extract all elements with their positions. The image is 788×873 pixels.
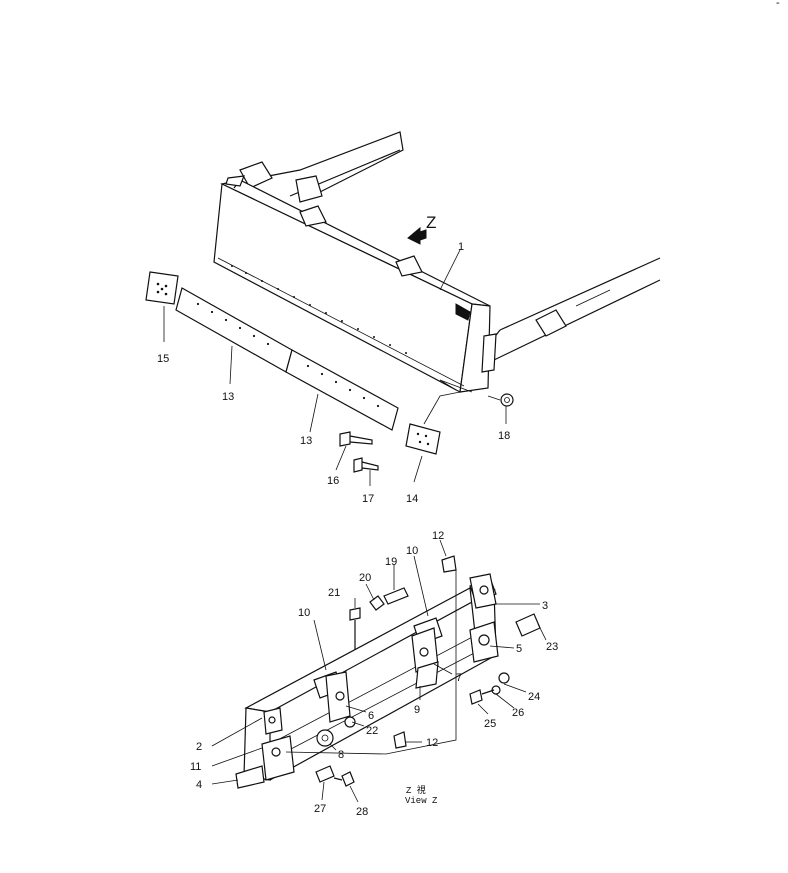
view-z-arrow: Z (407, 213, 436, 245)
bracket-2 (263, 707, 283, 735)
fitting-12-top (441, 555, 457, 573)
callout-25: 25 (484, 718, 496, 730)
callout-11: 11 (190, 761, 201, 773)
callout-labels: 1 15 13 13 18 16 17 14 12 10 19 20 21 10… (157, 0, 780, 818)
callout-20: 20 (359, 572, 371, 584)
bracket-6 (325, 671, 351, 723)
cutting-edge-13b (285, 349, 399, 431)
roller-8 (316, 729, 334, 747)
view-z-label: Z (426, 213, 436, 232)
bolt-17 (353, 457, 379, 473)
pin-23 (515, 613, 541, 637)
bottom-assembly (211, 539, 547, 803)
cutting-edge-13a (175, 287, 293, 373)
callout-10-top: 10 (406, 545, 418, 557)
callout-12-top: 12 (432, 530, 444, 542)
callout-17: 17 (362, 493, 374, 505)
callout-10-left: 10 (298, 607, 310, 619)
callout-16: 16 (327, 475, 339, 487)
bracket-4 (235, 765, 265, 789)
bolt-16 (339, 431, 373, 447)
bolt-28 (333, 771, 355, 787)
bottom-leaders (211, 539, 547, 803)
callout-9: 9 (414, 704, 420, 716)
washer-24 (498, 672, 510, 684)
nut-22 (344, 716, 356, 728)
callout-7: 7 (456, 672, 462, 684)
callout-13a: 13 (222, 391, 234, 403)
callout-27: 27 (314, 803, 326, 815)
end-bit-15 (145, 271, 179, 305)
callout-24: 24 (528, 691, 540, 703)
nut-18 (487, 393, 514, 407)
callout-3: 3 (542, 600, 548, 612)
left-push-arm (239, 131, 404, 203)
bracket-3 (469, 573, 497, 609)
callout-18: 18 (498, 430, 510, 442)
bracket-11 (261, 735, 295, 781)
callout-13b: 13 (300, 435, 312, 447)
callout-14: 14 (406, 493, 418, 505)
plate-27 (315, 765, 335, 783)
end-bit-14 (405, 391, 461, 455)
callout-8: 8 (338, 749, 344, 761)
pin-19 (383, 587, 409, 605)
top-leaders (163, 249, 507, 486)
callout-23: 23 (546, 641, 558, 653)
view-z-caption-line1: Z 視 (406, 784, 426, 796)
bracket-7 (411, 627, 439, 689)
top-assembly: Z (145, 131, 661, 486)
callout-21: 21 (328, 587, 340, 599)
blade-bolt-holes (231, 265, 407, 354)
callout-6: 6 (368, 710, 374, 722)
bolt-21 (349, 607, 361, 650)
bracket-5 (469, 621, 499, 663)
callout-19: 19 (385, 556, 397, 568)
right-push-arm (485, 257, 661, 361)
bolt-25 (469, 689, 495, 705)
callout-15: 15 (157, 353, 169, 365)
dozer-blade (213, 175, 497, 393)
view-z-caption-line2: View Z (405, 796, 438, 806)
callout-2: 2 (196, 741, 202, 753)
fitting-12-bottom (393, 731, 407, 749)
callout-12-bottom: 12 (426, 737, 438, 749)
callout-4: 4 (196, 779, 202, 791)
callout-28: 28 (356, 806, 368, 818)
pin-20 (369, 595, 385, 611)
callout-22: 22 (366, 725, 378, 737)
callout-1: 1 (458, 241, 464, 253)
callout-26: 26 (512, 707, 524, 719)
corner-mark: - (776, 0, 780, 9)
callout-5: 5 (516, 643, 522, 655)
